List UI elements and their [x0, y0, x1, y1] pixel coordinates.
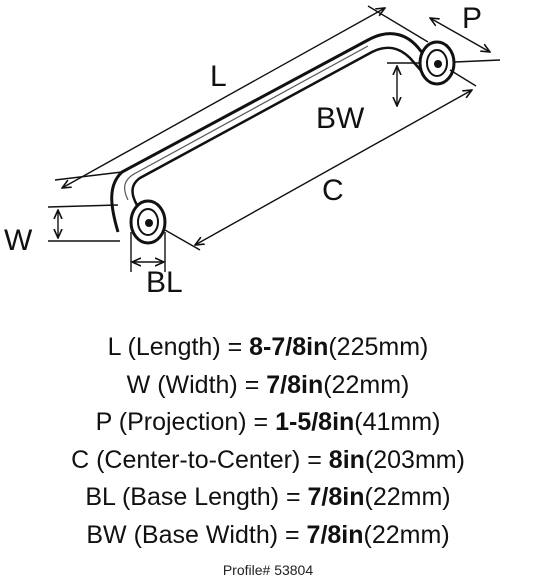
base-width-label: BW	[316, 102, 365, 135]
spec-imperial: 8in	[328, 445, 365, 474]
spec-imperial: 7/8in	[306, 520, 364, 549]
spec-imperial: 8-7/8in	[249, 333, 329, 361]
spec-description: (Base Width) =	[126, 520, 307, 549]
spec-description: (Center-to-Center) =	[89, 445, 329, 474]
spec-key: C	[71, 445, 90, 474]
length-extension-left	[54, 171, 123, 181]
center-dimension-line	[195, 90, 472, 245]
spec-projection: P (Projection) = 1-5/8in(41mm)	[0, 404, 536, 442]
center-extension-right	[449, 69, 477, 87]
spec-imperial: 1-5/8in	[275, 408, 355, 436]
spec-key: BL	[85, 483, 116, 511]
right-screw-hole	[434, 60, 442, 68]
spec-metric: (22mm)	[364, 483, 451, 511]
spec-metric: (41mm)	[354, 408, 441, 436]
base-length-label: BL	[146, 266, 183, 299]
spec-description: (Base Length) =	[115, 483, 308, 511]
projection-extension-right	[454, 59, 501, 63]
left-screw-hole	[145, 219, 153, 227]
width-extension-top	[47, 204, 119, 208]
length-dimension-line	[62, 8, 385, 188]
spec-key: BW	[86, 520, 127, 549]
spec-description: (Length) =	[120, 333, 250, 361]
projection-dimension-line	[430, 18, 490, 52]
length-label: L	[210, 60, 227, 93]
spec-description: (Projection) =	[111, 408, 276, 436]
spec-width: W (Width) = 7/8in(22mm)	[0, 367, 536, 405]
spec-center-to-center: C (Center-to-Center) = 8in(203mm)	[0, 442, 536, 480]
spec-metric: (22mm)	[323, 370, 410, 399]
projection-label: P	[462, 2, 482, 35]
length-extension-right	[367, 5, 429, 43]
specifications-list: L (Length) = 8-7/8in(225mm) W (Width) = …	[0, 329, 536, 554]
dimension-lines	[47, 5, 501, 272]
spec-base-length: BL (Base Length) = 7/8in(22mm)	[0, 479, 536, 517]
spec-imperial: 7/8in	[307, 483, 365, 511]
center-label: C	[322, 174, 344, 207]
handle-bar-inner	[131, 46, 425, 211]
left-base-ring	[137, 208, 159, 236]
center-extension-left	[164, 229, 201, 251]
profile-number: Profile# 53804	[222, 562, 314, 578]
spec-length: L (Length) = 8-7/8in(225mm)	[0, 329, 536, 367]
spec-metric: (203mm)	[364, 445, 465, 474]
spec-metric: (225mm)	[328, 333, 429, 361]
spec-key: W	[126, 370, 151, 399]
handle-dimension-diagram: L W P BW C BL	[4, 2, 501, 299]
spec-base-width: BW (Base Width) = 7/8in(22mm)	[0, 517, 536, 555]
spec-imperial: 7/8in	[266, 370, 324, 399]
spec-key: P	[95, 408, 112, 436]
spec-key: L	[107, 333, 121, 361]
spec-metric: (22mm)	[363, 520, 450, 549]
spec-description: (Width) =	[150, 370, 267, 399]
width-label: W	[4, 224, 33, 257]
